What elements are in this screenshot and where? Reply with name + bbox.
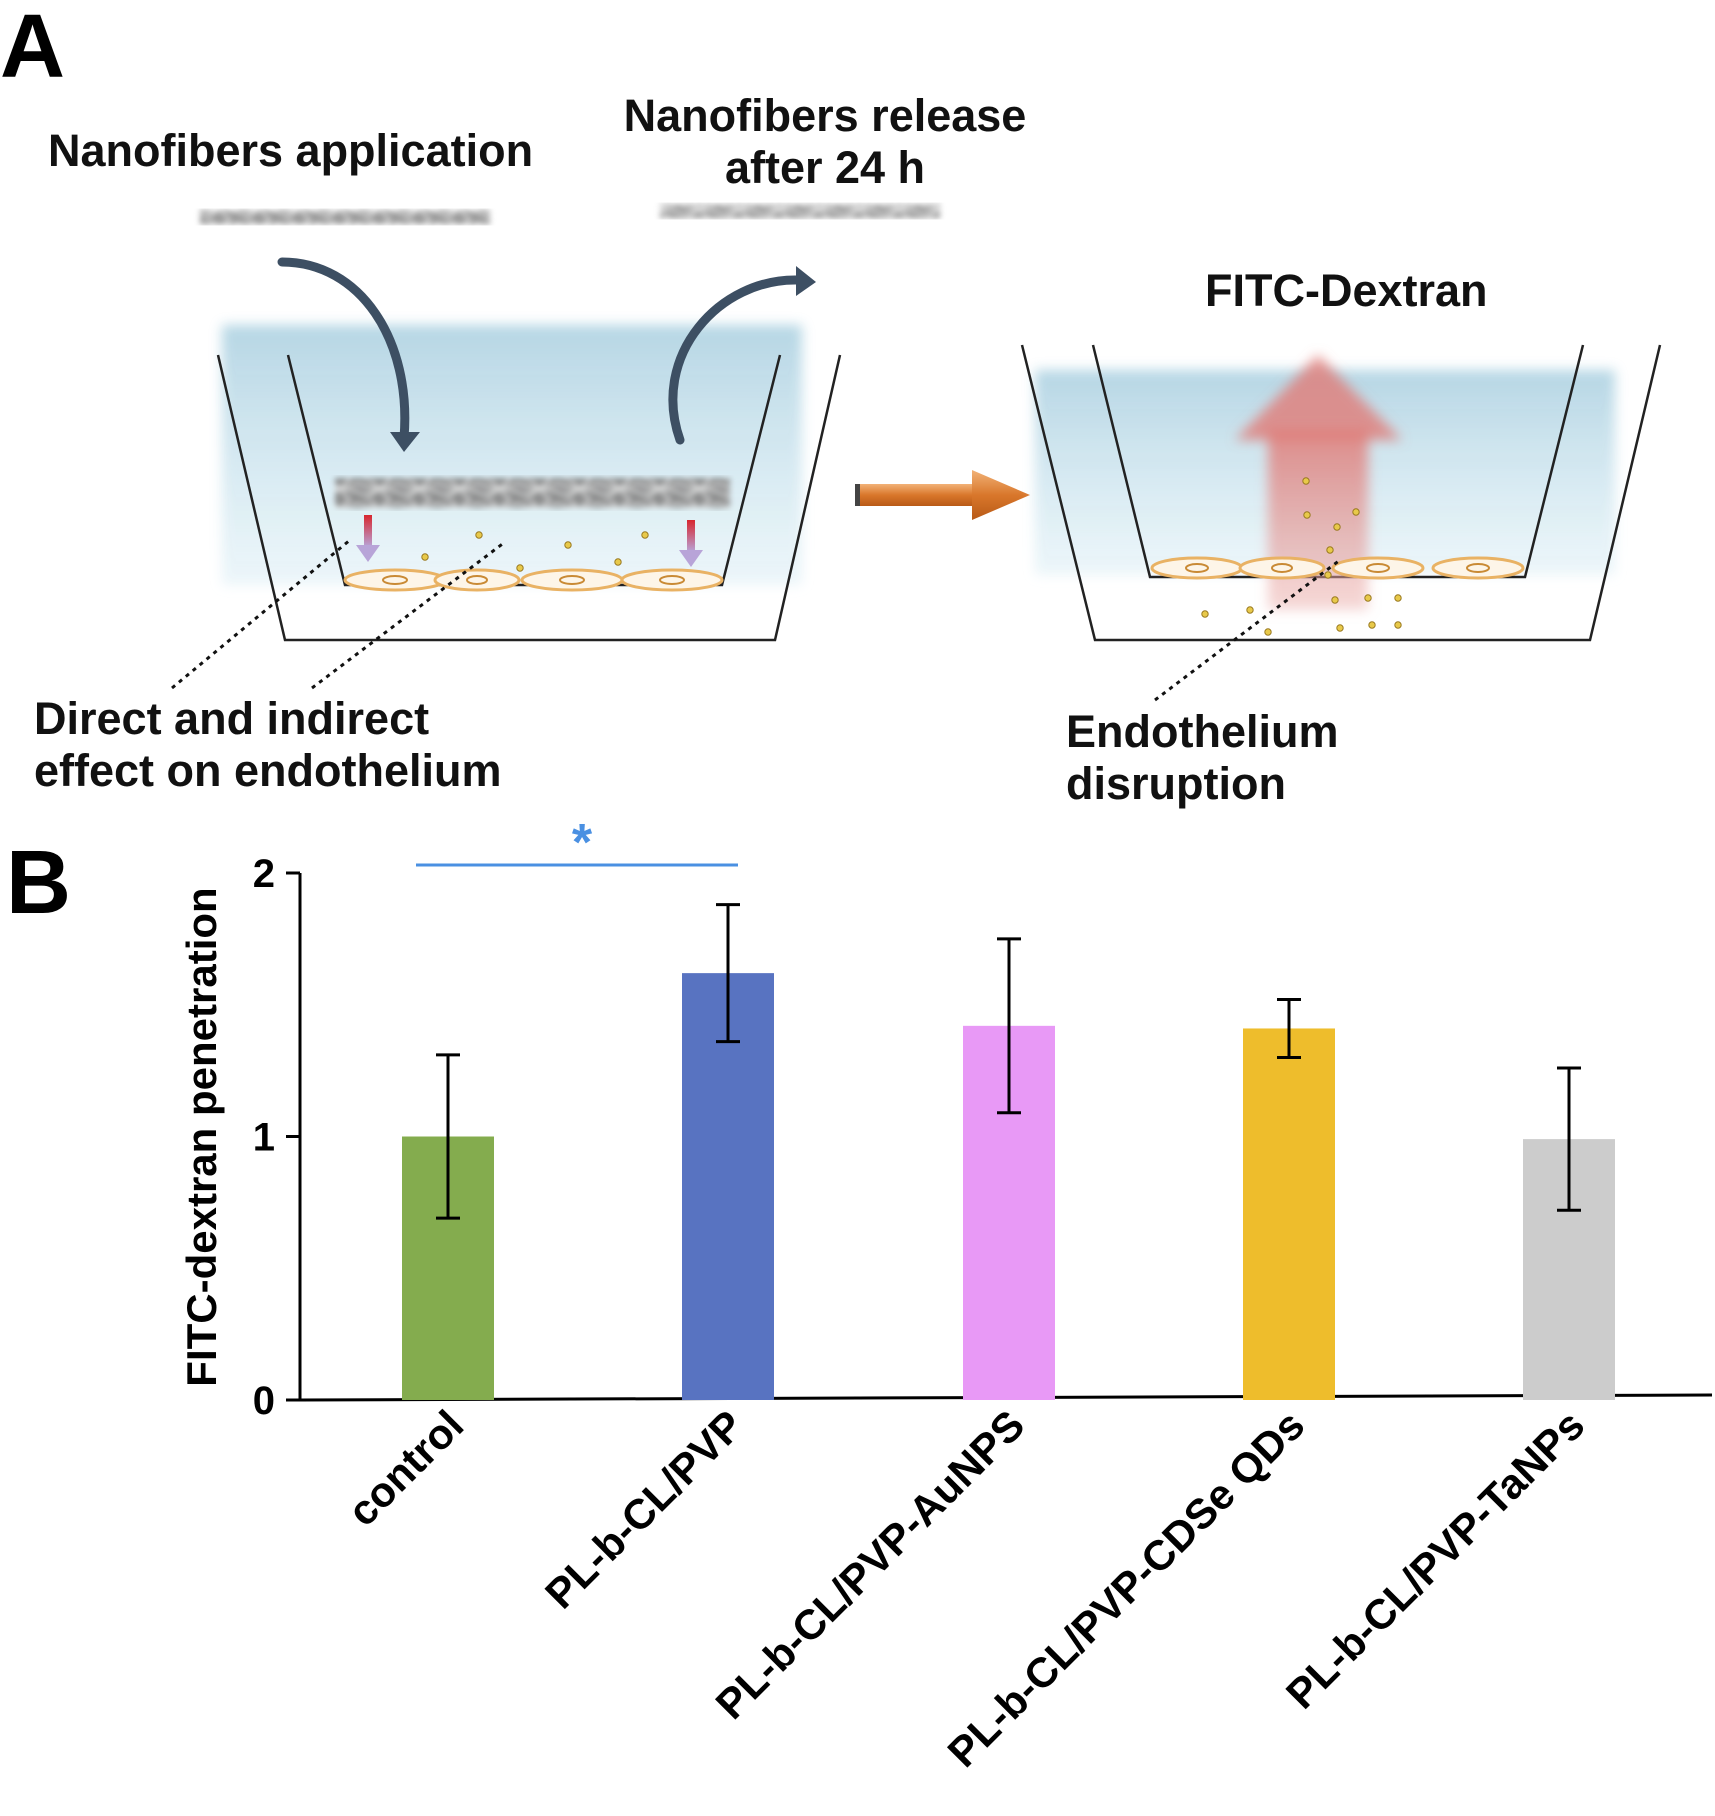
label-nanofibers-release-line1: Nanofibers release [623, 90, 1027, 141]
y-axis-label: FITC-dextran penetration [178, 887, 225, 1386]
label-disruption-line1: Endothelium [1066, 706, 1339, 757]
leader-line-direct [171, 538, 351, 690]
bar-3 [1243, 1028, 1335, 1400]
label-nanofibers-release-line2: after 24 h [724, 141, 926, 193]
transition-arrow-icon [855, 470, 1030, 520]
curved-arrow-out-icon [668, 266, 816, 445]
nanofiber-strip-release [660, 204, 940, 218]
left-particles [421, 531, 649, 572]
y-tick-label-0: 0 [253, 1379, 275, 1423]
label-fitc-dextran: FITC-Dextran [1205, 265, 1488, 316]
nanofiber-mesh-in-well [335, 478, 730, 508]
curved-arrow-in-icon [277, 257, 420, 452]
leader-line-disruption [1154, 558, 1341, 702]
label-effect-line2: effect on endothelium [34, 744, 502, 796]
left-well [171, 325, 842, 690]
left-endothelial-cells [343, 568, 724, 592]
right-endothelial-cells [1150, 556, 1525, 580]
category-label-4: PL-b-CL/PVP-TaNPs [1277, 1401, 1593, 1717]
panel-b-letter: B [6, 833, 71, 933]
label-effect-line1: Direct and indirect [34, 693, 430, 744]
nanofiber-strip-application [200, 210, 490, 224]
panel-a-letter: A [0, 0, 65, 97]
y-tick-label-2: 2 [253, 852, 275, 896]
category-label-2: PL-b-CL/PVP-AuNPS [706, 1401, 1033, 1728]
bar-1 [682, 973, 774, 1400]
label-disruption-line2: disruption [1066, 757, 1286, 809]
y-tick-label-1: 1 [253, 1116, 275, 1160]
label-endothelium-disruption: Endothelium disruption [1066, 706, 1338, 810]
label-nanofibers-release: Nanofibers release after 24 h [600, 90, 1050, 194]
transwell-diagram [171, 204, 1662, 702]
left-release-arrows [356, 515, 703, 567]
fitc-dextran-arrow-icon [1235, 355, 1402, 610]
label-nanofibers-application: Nanofibers application [48, 125, 534, 176]
right-well [1020, 344, 1662, 702]
significance-marker: * [572, 814, 593, 872]
right-particles [1201, 477, 1402, 636]
label-direct-indirect-effect: Direct and indirect effect on endotheliu… [34, 693, 502, 797]
category-label-1: PL-b-CL/PVP [536, 1401, 752, 1617]
leader-line-indirect [311, 540, 506, 690]
category-label-0: control [338, 1401, 472, 1535]
